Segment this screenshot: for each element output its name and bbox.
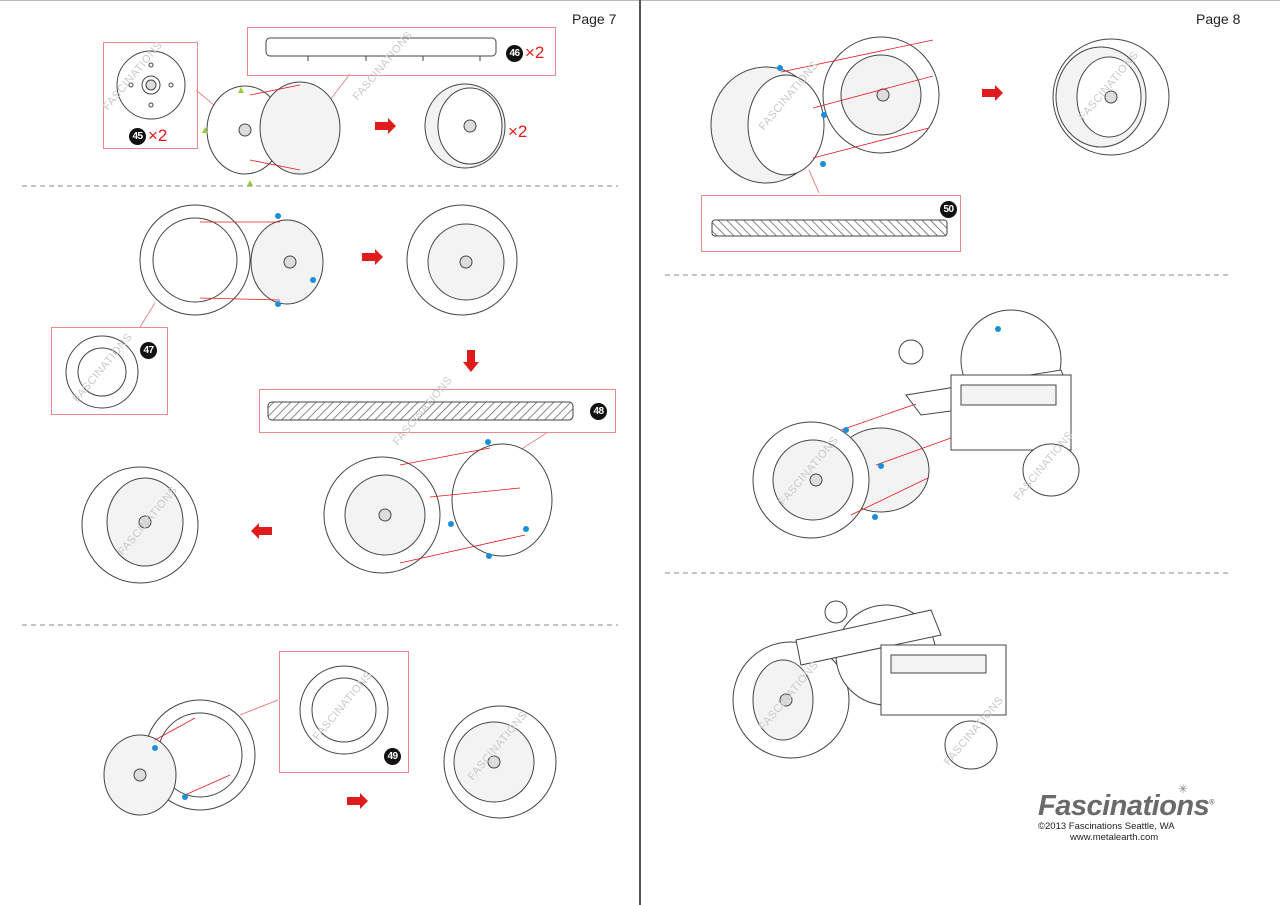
part-number-badge: 46 [506, 44, 523, 62]
callout-part-50: 50 [701, 195, 961, 252]
page-number: Page 8 [1196, 11, 1241, 27]
brand-logo: Fascinations® [1038, 790, 1238, 823]
part-label-46: 46 ×2 [506, 43, 544, 63]
step-2-assembly-illustration [139, 204, 518, 372]
brand-logo-block: ✳ Fascinations® ©2013 Fascinations Seatt… [1038, 782, 1238, 843]
tread-strip-illustration [267, 401, 574, 421]
step-5-assembly-illustration [710, 36, 1170, 194]
copyright-notice: ©2013 Fascinations Seattle, WA [1038, 821, 1175, 832]
website-link[interactable]: www.metalearth.com [1070, 832, 1159, 843]
page-spine [639, 0, 641, 905]
part-number-badge: 48 [590, 403, 607, 420]
trademark-symbol: ® [1209, 799, 1214, 807]
page-8: Page 8 [641, 0, 1280, 905]
page-7-assembly-art: ×2 [22, 73, 618, 819]
page-number: Page 7 [572, 11, 617, 27]
part-number-badge: 49 [384, 748, 401, 765]
part-label-48: 48 [590, 403, 607, 420]
result-quantity: ×2 [508, 122, 527, 141]
rim-strip-illustration [265, 37, 497, 61]
part-number-badge: 50 [940, 201, 957, 218]
page-8-assembly-art [665, 36, 1231, 770]
part-quantity: ×2 [525, 43, 545, 62]
callout-part-48: 48 [259, 389, 616, 433]
part-number-badge: 45 [129, 127, 146, 145]
grouser-ring-illustration [65, 335, 139, 409]
step-7-completed-tractor-illustration [732, 600, 1007, 770]
part-label-45: 45 ×2 [129, 126, 167, 146]
wheel-hub-disc-illustration [116, 50, 186, 120]
brand-name: Fascinations [1038, 790, 1210, 822]
part-label-49: 49 [384, 748, 401, 765]
part-number-badge: 47 [140, 342, 157, 359]
callout-part-47: 47 [51, 327, 168, 415]
step-3-assembly-illustration [81, 431, 553, 584]
step-6-tractor-assembly-illustration [752, 309, 1080, 539]
grouser-ring-illustration [299, 665, 389, 755]
callout-part-49: 49 [279, 651, 409, 773]
part-quantity: ×2 [148, 126, 168, 145]
step-4-assembly-illustration [103, 699, 557, 819]
part-label-50: 50 [940, 201, 957, 218]
tread-strip-illustration [711, 219, 948, 237]
atom-icon: ✳ [1178, 782, 1189, 796]
callout-part-46: 46 ×2 [247, 27, 556, 76]
step-1-assembly-illustration [195, 73, 506, 186]
page-7: Page 7 45 ×2 46 ×2 [22, 11, 618, 819]
callout-part-45: 45 ×2 [103, 42, 198, 149]
part-label-47: 47 [140, 342, 157, 359]
